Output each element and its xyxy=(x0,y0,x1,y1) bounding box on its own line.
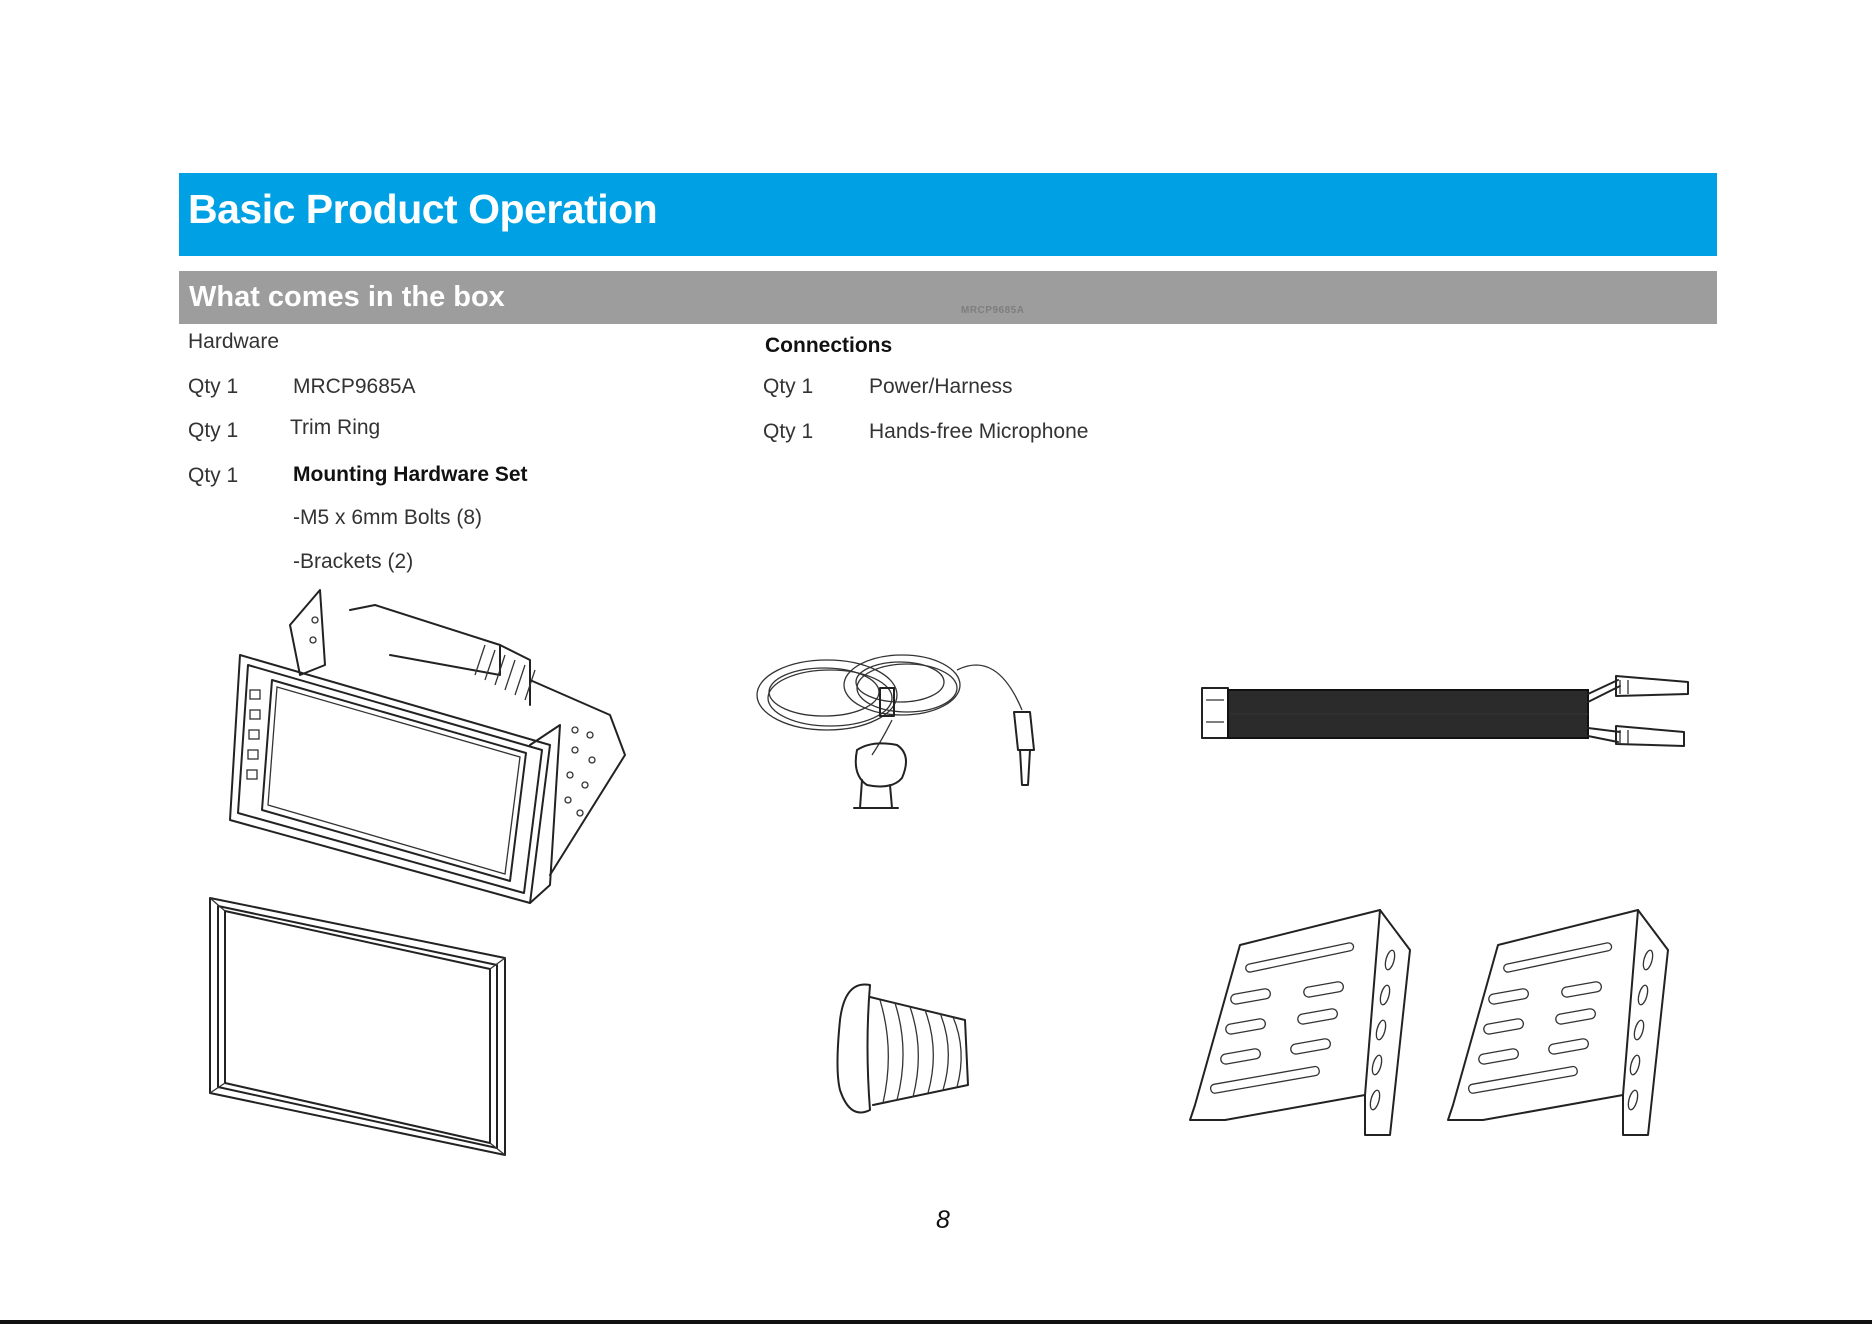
bracket-illustration xyxy=(1185,905,1415,1145)
connections-qty: Qty 1 xyxy=(763,420,813,444)
bottom-rule xyxy=(0,1320,1872,1324)
bracket-illustration xyxy=(1443,905,1673,1145)
model-watermark: MRCP9685A xyxy=(961,305,1024,316)
bolt-illustration xyxy=(825,975,975,1120)
hardware-heading: Hardware xyxy=(188,330,279,354)
head-unit-illustration xyxy=(230,585,640,905)
connections-item-name: Hands-free Microphone xyxy=(869,420,1088,444)
hardware-sub-item: -M5 x 6mm Bolts (8) xyxy=(293,506,482,530)
trim-ring-illustration xyxy=(205,893,510,1163)
hardware-qty: Qty 1 xyxy=(188,375,238,399)
hardware-qty: Qty 1 xyxy=(188,419,238,443)
connections-item-name: Power/Harness xyxy=(869,375,1013,399)
hardware-sub-item: -Brackets (2) xyxy=(293,550,413,574)
connections-heading: Connections xyxy=(765,334,892,358)
connections-qty: Qty 1 xyxy=(763,375,813,399)
hardware-item-name: Mounting Hardware Set xyxy=(293,463,528,487)
hardware-item-name: MRCP9685A xyxy=(293,375,416,399)
hardware-qty: Qty 1 xyxy=(188,464,238,488)
hardware-item-name: Trim Ring xyxy=(290,416,380,440)
section-title: What comes in the box xyxy=(189,281,505,314)
page-title: Basic Product Operation xyxy=(188,186,657,233)
microphone-illustration xyxy=(752,640,1052,820)
power-harness-illustration xyxy=(1200,672,1700,752)
page-number: 8 xyxy=(936,1206,950,1235)
